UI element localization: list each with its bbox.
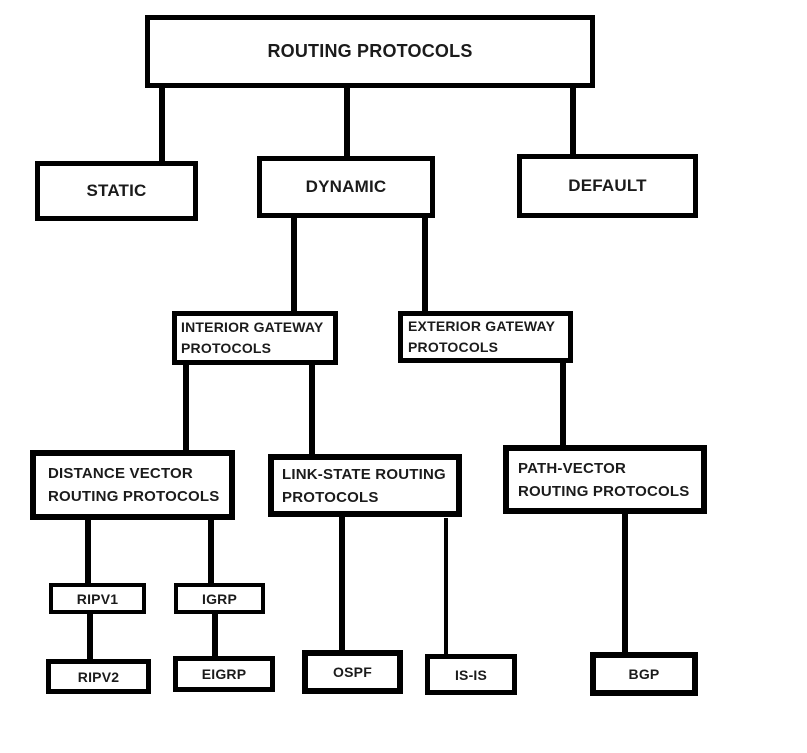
- node-interior-gateway-line1: INTERIOR GATEWAY: [181, 319, 324, 335]
- node-static-label: STATIC: [86, 181, 147, 200]
- edge-path-vector-bgp: [622, 511, 628, 655]
- edge-distance-vector-ripv1: [85, 517, 91, 586]
- node-exterior-gateway-line1: EXTERIOR GATEWAY: [408, 318, 556, 334]
- node-link-state-routing-protocols: LINK-STATE ROUTING PROTOCOLS: [268, 454, 462, 517]
- node-ripv2: RIPV2: [46, 659, 151, 694]
- edge-routing-static: [159, 85, 165, 164]
- node-exterior-gateway-protocols: EXTERIOR GATEWAY PROTOCOLS: [398, 311, 573, 363]
- node-distance-vector-line1: DISTANCE VECTOR: [48, 465, 193, 482]
- edge-distance-vector-igrp: [208, 517, 214, 586]
- edge-routing-dynamic: [344, 85, 350, 159]
- node-path-vector-routing-protocols: PATH-VECTOR ROUTING PROTOCOLS: [503, 445, 707, 514]
- node-ospf: OSPF: [302, 650, 403, 694]
- node-distance-vector-routing-protocols: DISTANCE VECTOR ROUTING PROTOCOLS: [30, 450, 235, 520]
- edge-dynamic-interior: [291, 215, 297, 314]
- node-eigrp: EIGRP: [173, 656, 275, 692]
- node-ospf-label: OSPF: [333, 664, 372, 680]
- node-default: DEFAULT: [517, 154, 698, 218]
- edge-exterior-path-vector: [560, 360, 566, 448]
- node-ripv1: RIPV1: [49, 583, 146, 614]
- node-path-vector-line2: ROUTING PROTOCOLS: [518, 482, 690, 500]
- node-bgp-label: BGP: [628, 666, 660, 682]
- node-isis-label: IS-IS: [454, 666, 488, 683]
- node-eigrp-label: EIGRP: [201, 666, 247, 682]
- node-routing-protocols-label: ROUTING PROTOCOLS: [267, 41, 473, 61]
- node-static: STATIC: [35, 161, 198, 221]
- node-routing-protocols: ROUTING PROTOCOLS: [145, 15, 595, 88]
- edge-link-state-isis: [444, 518, 448, 657]
- node-link-state-line2: PROTOCOLS: [282, 488, 379, 506]
- node-bgp: BGP: [590, 652, 698, 696]
- edge-interior-link-state: [309, 362, 315, 457]
- node-path-vector-line1: PATH-VECTOR: [518, 459, 627, 477]
- node-distance-vector-line2: ROUTING PROTOCOLS: [48, 488, 220, 505]
- node-interior-gateway-line2: PROTOCOLS: [181, 340, 272, 356]
- node-isis: IS-IS: [425, 654, 517, 695]
- edge-igrp-eigrp: [212, 610, 218, 660]
- node-exterior-gateway-line2: PROTOCOLS: [408, 339, 499, 355]
- node-default-label: DEFAULT: [568, 176, 647, 195]
- node-ripv1-label: RIPV1: [76, 590, 119, 607]
- edge-routing-default: [570, 85, 576, 157]
- node-interior-gateway-protocols: INTERIOR GATEWAY PROTOCOLS: [172, 311, 338, 365]
- edge-interior-distance-vector: [183, 362, 189, 453]
- edge-link-state-ospf: [339, 514, 345, 653]
- node-link-state-line1: LINK-STATE ROUTING: [282, 465, 446, 483]
- node-ripv2-label: RIPV2: [77, 668, 120, 685]
- edge-dynamic-exterior: [422, 215, 428, 314]
- edge-ripv1-ripv2: [87, 610, 93, 662]
- node-dynamic: DYNAMIC: [257, 156, 435, 218]
- node-dynamic-label: DYNAMIC: [305, 177, 387, 196]
- node-igrp: IGRP: [174, 583, 265, 614]
- node-igrp-label: IGRP: [201, 590, 238, 607]
